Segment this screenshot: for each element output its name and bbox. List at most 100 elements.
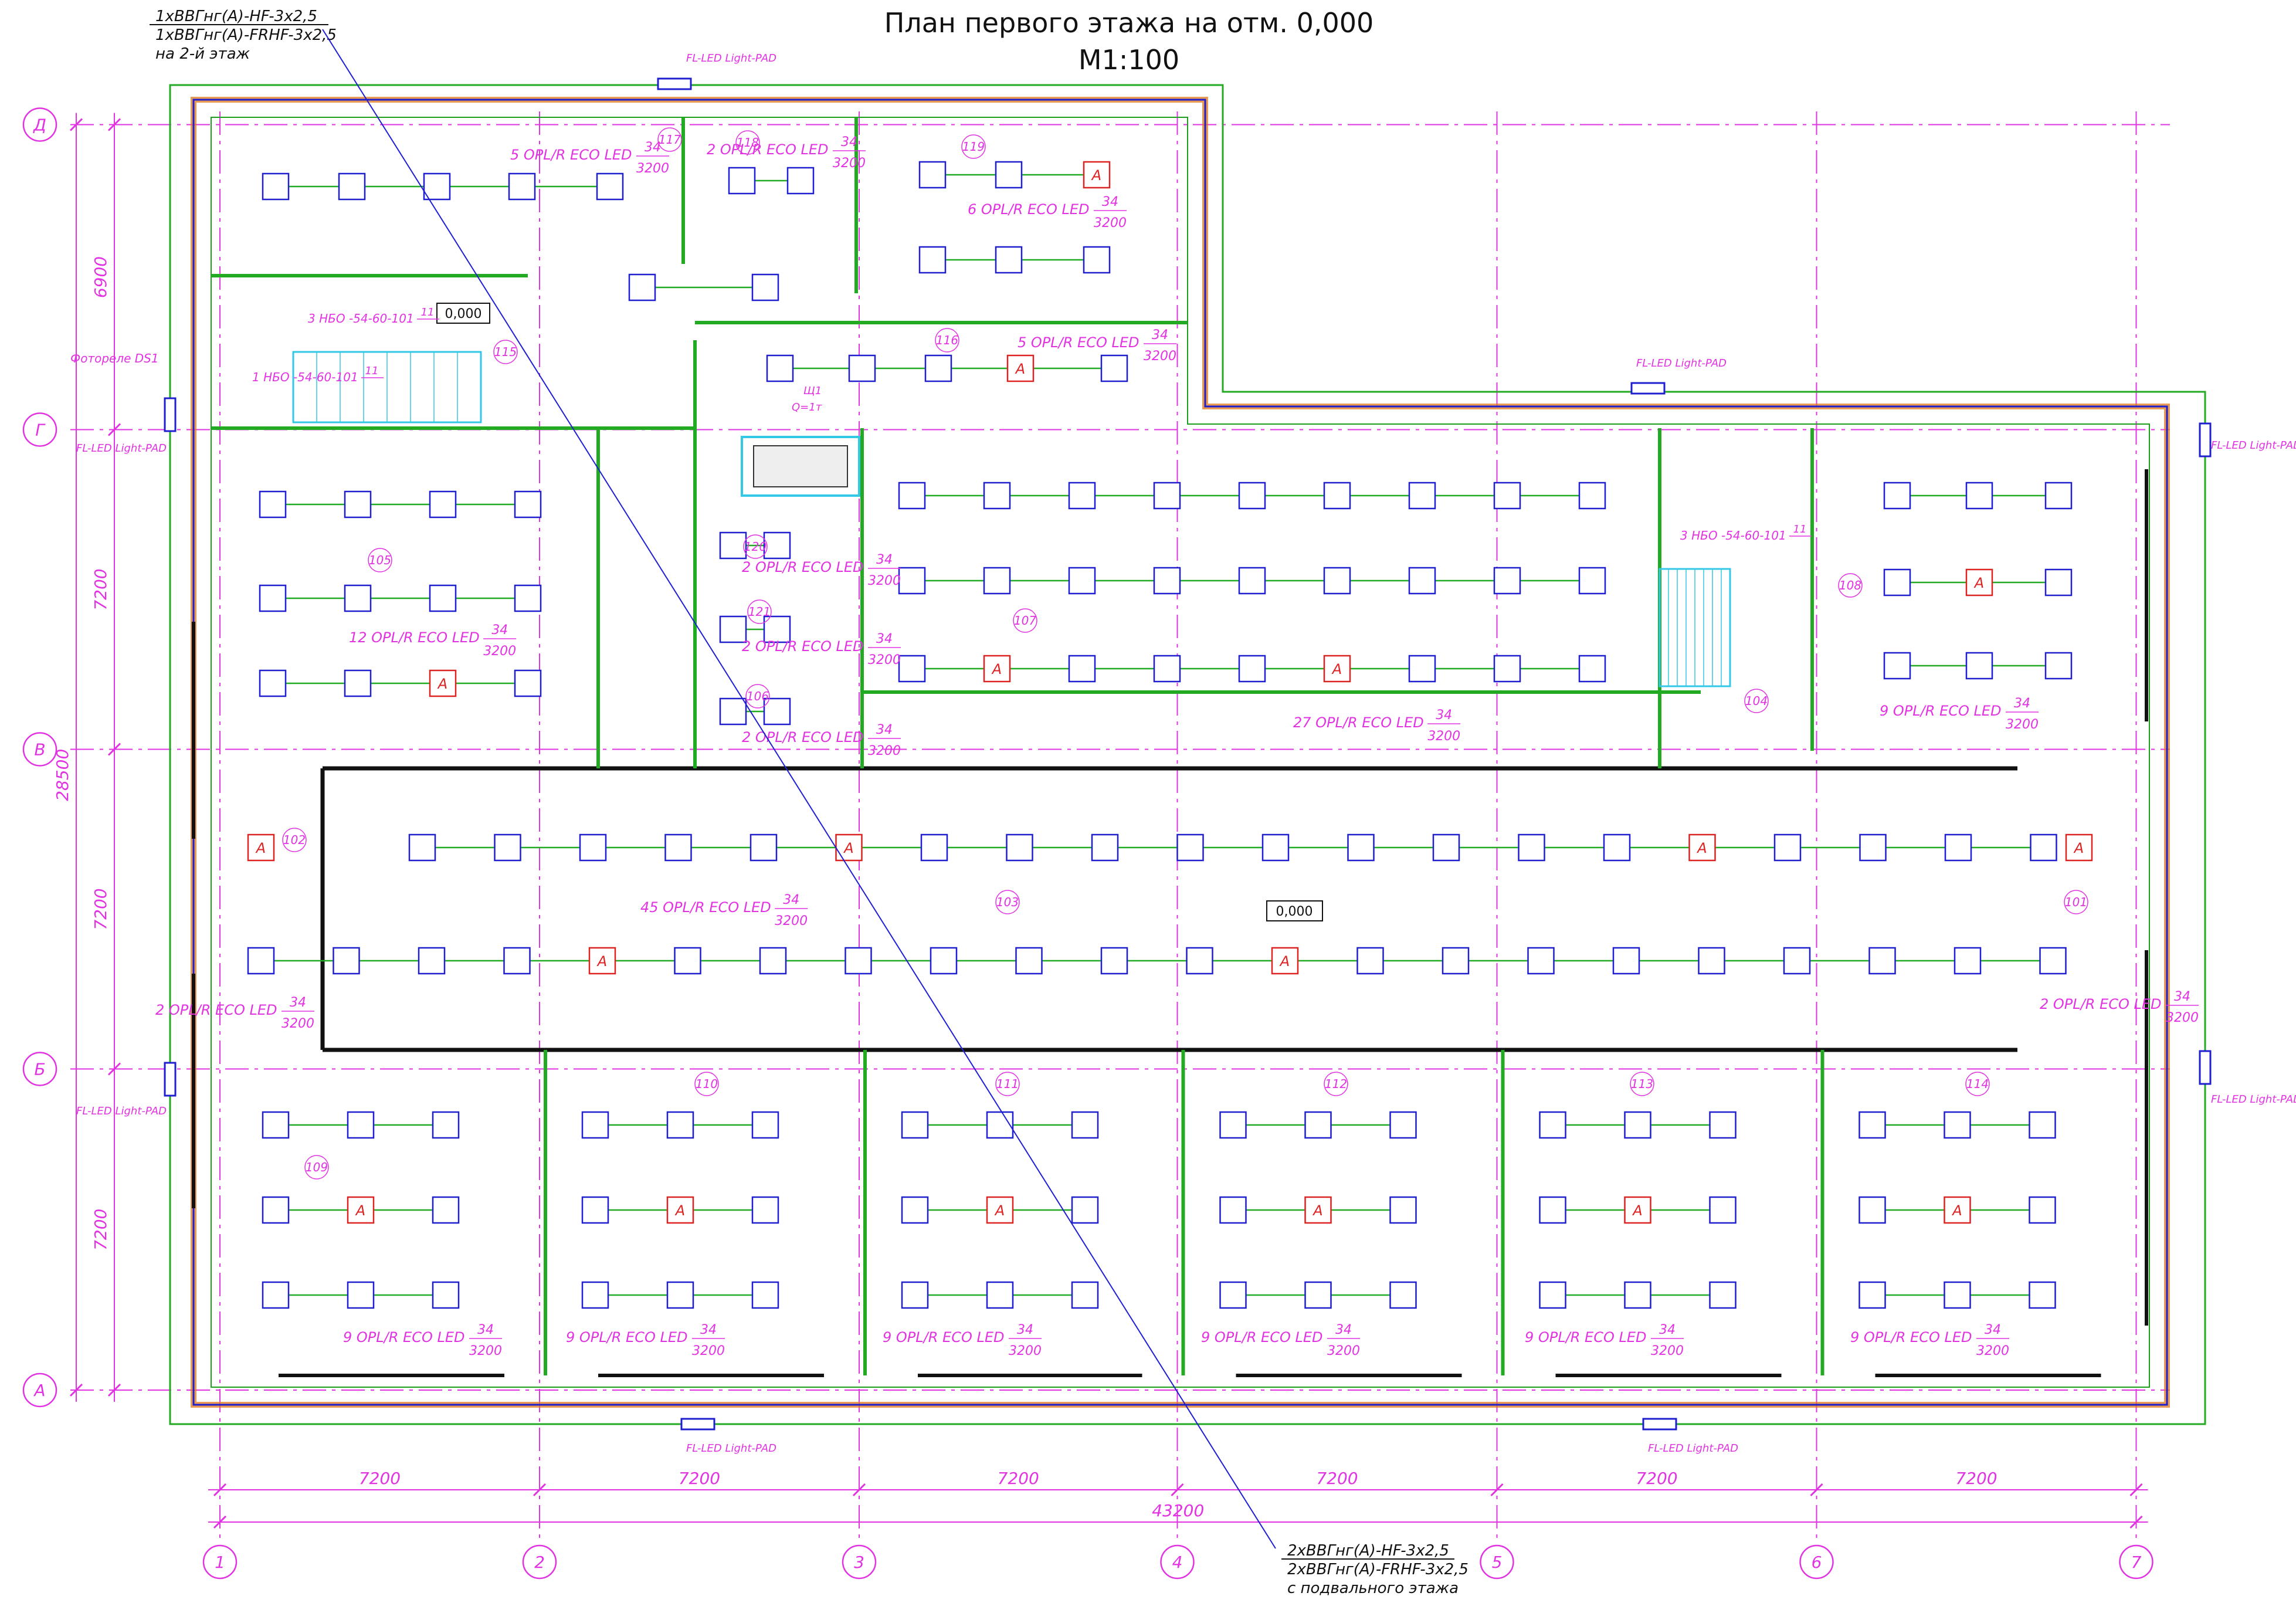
light-fixture (1493, 482, 1521, 510)
dim-label-bottom: 7200 (679, 1469, 720, 1488)
light-fixture (1709, 1111, 1737, 1139)
elevation-mark-top: 0,000 (436, 303, 490, 324)
room-number-circle (961, 134, 986, 159)
elevation-label-center: 0,000 (1276, 904, 1313, 919)
emergency-mark: А (843, 840, 853, 856)
light-fixture (1071, 1196, 1099, 1224)
axis-label-Г: Г (35, 421, 46, 440)
fixture-group-label: 2 OPL/R ECO LED (742, 729, 863, 745)
emergency-mark: А (1696, 840, 1707, 856)
dim-tick-left (107, 743, 121, 756)
fixture-group-power: 34 (290, 995, 306, 1010)
fixture-group-power: 34 (700, 1323, 717, 1337)
light-fixture (1408, 655, 1436, 683)
outdoor-light-label: FL-LED Light-PAD (1636, 357, 1727, 370)
room-number: 120 (744, 540, 767, 554)
light-fixture (247, 947, 275, 975)
light-fixture (1603, 833, 1631, 862)
emergency-mark: А (1632, 1202, 1642, 1219)
dim-tick-bottom (1810, 1483, 1823, 1497)
axis-label-5: 5 (1492, 1553, 1503, 1572)
room-number: 107 (1014, 614, 1036, 628)
room-number: 112 (1325, 1077, 1347, 1091)
room-number-circle (282, 828, 307, 852)
room-number-circle (2064, 890, 2088, 914)
light-fixture (581, 1196, 609, 1224)
light-fixture (766, 354, 794, 382)
light-fixture (1006, 833, 1033, 862)
room-number: 109 (306, 1160, 328, 1174)
light-fixture (1883, 652, 1911, 680)
light-fixture (1578, 482, 1606, 510)
light-fixture (262, 1111, 290, 1139)
dim-tick-left (107, 118, 121, 131)
light-fixture (1539, 1196, 1566, 1224)
stair-fixture-label: 3 НБО -54-60-101 (1680, 528, 1786, 543)
axis-bubble-Д (22, 107, 57, 142)
fixture-group-power: 34 (876, 632, 893, 646)
emergency-light-fixture (1323, 655, 1351, 683)
fixture-group-height: 3200 (469, 1344, 502, 1358)
light-fixture (2030, 833, 2057, 862)
room-number-circle (1838, 573, 1863, 598)
room-number: 101 (2065, 895, 2087, 909)
outdoor-light-label: FL-LED Light-PAD (686, 1442, 776, 1455)
fixture-group-label: 2 OPL/R ECO LED (707, 141, 828, 158)
outdoor-light-label: FL-LED Light-PAD (1648, 1442, 1738, 1455)
dim-label-bottom: 7200 (359, 1469, 401, 1488)
drawing-title: План первого этажа на отм. 0,000 (884, 7, 1374, 39)
emergency-mark: А (596, 953, 607, 970)
light-fixture (1493, 655, 1521, 683)
dim-tick-bottom (213, 1483, 227, 1497)
room-number-circle (1013, 608, 1037, 633)
fixture-group-label: 9 OPL/R ECO LED (343, 1329, 464, 1346)
panel-name: Щ1 (803, 385, 822, 397)
light-fixture (751, 1281, 779, 1309)
emergency-mark: А (1279, 953, 1290, 970)
light-fixture (1176, 833, 1204, 862)
room-number: 102 (283, 833, 306, 847)
light-fixture (344, 490, 372, 518)
fixture-group-power: 34 (876, 553, 893, 567)
emergency-light-fixture (1006, 354, 1035, 382)
emergency-mark: А (2073, 840, 2084, 856)
fixture-group-power: 34 (841, 135, 857, 150)
light-fixture (2039, 947, 2067, 975)
room-number: 118 (737, 135, 759, 150)
fixture-group-label: 2 OPL/R ECO LED (742, 559, 863, 575)
light-fixture (901, 1111, 929, 1139)
emergency-mark: А (255, 840, 266, 856)
light-fixture (628, 273, 656, 301)
light-fixture (1219, 1111, 1247, 1139)
light-fixture (1323, 482, 1351, 510)
dim-label-bottom: 7200 (998, 1469, 1039, 1488)
dim-tick-bottom (2129, 1483, 2143, 1497)
axis-bubble-5 (1480, 1544, 1514, 1580)
outdoor-light-fixture (2199, 422, 2212, 457)
light-fixture (1071, 1111, 1099, 1139)
dim-total-left: 28500 (53, 749, 72, 801)
room-number: 105 (369, 553, 391, 567)
light-fixture (918, 246, 947, 274)
emergency-mark: А (1091, 167, 1101, 184)
light-fixture (901, 1281, 929, 1309)
fixture-group-power: 34 (491, 623, 508, 638)
emergency-light-fixture (247, 833, 275, 862)
light-fixture (1518, 833, 1545, 862)
light-fixture (763, 615, 791, 643)
light-fixture (1944, 833, 1972, 862)
light-fixture (751, 1111, 779, 1139)
fixture-group-height: 3200 (2006, 717, 2039, 732)
drawing-scale: М1:100 (1079, 44, 1179, 76)
light-fixture (845, 947, 872, 975)
dim-tick-bottom (1490, 1483, 1504, 1497)
fixture-group-height: 3200 (1009, 1344, 1042, 1358)
emergency-mark: А (674, 1202, 685, 1219)
emergency-light-fixture (429, 669, 457, 697)
emergency-light-fixture (2065, 833, 2093, 862)
light-fixture (262, 1281, 290, 1309)
dim-label-left: 7200 (91, 888, 110, 930)
room-number: 119 (962, 140, 985, 154)
fixture-group-label: 9 OPL/R ECO LED (1880, 703, 2001, 719)
fixture-group-power: 34 (876, 723, 893, 737)
